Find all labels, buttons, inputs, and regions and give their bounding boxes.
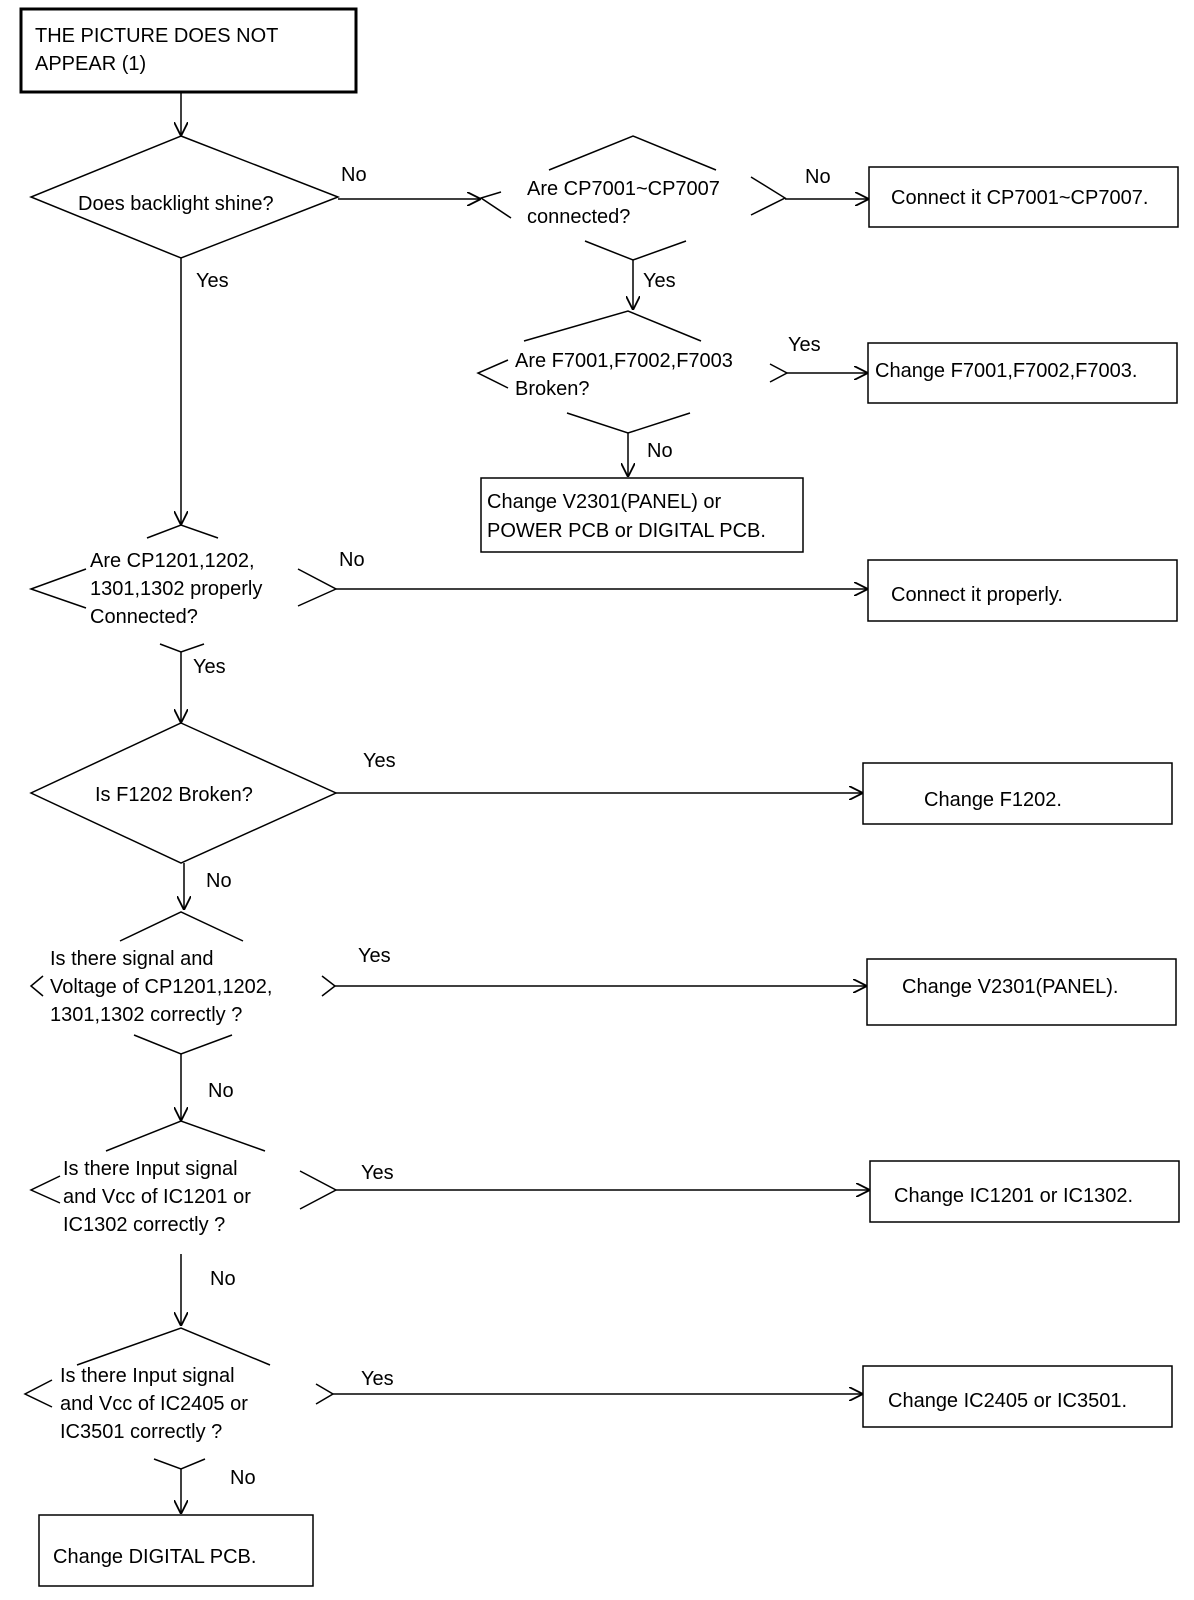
action-change-ic1201-text: Change IC1201 or IC1302. <box>894 1185 1133 1207</box>
decision-ic2405-text: Is there Input signal and Vcc of IC2405 … <box>60 1365 253 1443</box>
label-cp7001-no: No <box>805 166 831 188</box>
action-change-v2301-power: Change V2301(PANEL) or POWER PCB or DIGI… <box>480 477 804 553</box>
action-change-ic2405-text: Change IC2405 or IC3501. <box>888 1390 1127 1412</box>
action-change-f1202-text: Change F1202. <box>924 789 1062 811</box>
start-box-text: THE PICTURE DOES NOT APPEAR (1) <box>35 25 284 75</box>
action-connect-properly-text: Connect it properly. <box>891 584 1063 606</box>
label-cp1201-no: No <box>339 549 365 571</box>
action-change-v2301-text: Change V2301(PANEL). <box>902 976 1118 998</box>
action-change-f1202: Change F1202. <box>862 762 1173 825</box>
decision-signal-cp1201-text: Is there signal and Voltage of CP1201,12… <box>50 948 278 1026</box>
action-change-digital-pcb-text: Change DIGITAL PCB. <box>53 1546 256 1568</box>
action-connect-cp7001: Connect it CP7001~CP7007. <box>868 166 1179 228</box>
label-f1202-yes: Yes <box>363 750 396 772</box>
decision-cp7001-text: Are CP7001~CP7007 connected? <box>527 178 725 228</box>
label-backlight-yes: Yes <box>196 270 229 292</box>
label-ic2405-yes: Yes <box>361 1368 394 1390</box>
action-change-v2301: Change V2301(PANEL). <box>866 958 1177 1026</box>
decision-ic1201: Is there Input signal and Vcc of IC1201 … <box>29 1120 338 1236</box>
label-f1202-no: No <box>206 870 232 892</box>
label-f7001-yes: Yes <box>788 334 821 356</box>
label-ic1201-no: No <box>210 1268 236 1290</box>
label-ic1201-yes: Yes <box>361 1162 394 1184</box>
decision-cp1201: Are CP1201,1202, 1301,1302 properly Conn… <box>28 524 338 653</box>
label-f7001-no: No <box>647 440 673 462</box>
action-change-ic1201: Change IC1201 or IC1302. <box>869 1160 1180 1223</box>
decision-ic2405: Is there Input signal and Vcc of IC2405 … <box>23 1327 335 1470</box>
decision-cp1201-text: Are CP1201,1202, 1301,1302 properly Conn… <box>90 550 268 628</box>
decision-f1202-text: Is F1202 Broken? <box>95 784 253 806</box>
decision-signal-cp1201: Is there signal and Voltage of CP1201,12… <box>29 911 337 1055</box>
label-ic2405-no: No <box>230 1467 256 1489</box>
action-change-digital-pcb: Change DIGITAL PCB. <box>38 1514 314 1587</box>
label-cp7001-yes: Yes <box>643 270 676 292</box>
decision-backlight-text: Does backlight shine? <box>78 193 274 215</box>
decision-cp7001: Are CP7001~CP7007 connected? <box>479 135 787 261</box>
label-signal-yes: Yes <box>358 945 391 967</box>
decision-f7001-text: Are F7001,F7002,F7003 Broken? <box>515 350 738 400</box>
action-change-f7001-text: Change F7001,F7002,F7003. <box>875 360 1137 382</box>
decision-f1202: Is F1202 Broken? <box>29 722 338 864</box>
start-box: THE PICTURE DOES NOT APPEAR (1) <box>19 7 358 94</box>
action-change-v2301-power-text: Change V2301(PANEL) or POWER PCB or DIGI… <box>487 491 766 542</box>
label-cp1201-yes: Yes <box>193 656 226 678</box>
action-connect-cp7001-text: Connect it CP7001~CP7007. <box>891 187 1148 209</box>
action-change-ic2405: Change IC2405 or IC3501. <box>862 1365 1173 1428</box>
decision-backlight: Does backlight shine? <box>29 135 341 259</box>
decision-f7001: Are F7001,F7002,F7003 Broken? <box>476 310 789 434</box>
action-change-f7001: Change F7001,F7002,F7003. <box>867 342 1178 404</box>
action-connect-properly: Connect it properly. <box>867 559 1178 622</box>
label-signal-no: No <box>208 1080 234 1102</box>
decision-ic1201-text: Is there Input signal and Vcc of IC1201 … <box>63 1158 256 1236</box>
label-backlight-no: No <box>341 164 367 186</box>
